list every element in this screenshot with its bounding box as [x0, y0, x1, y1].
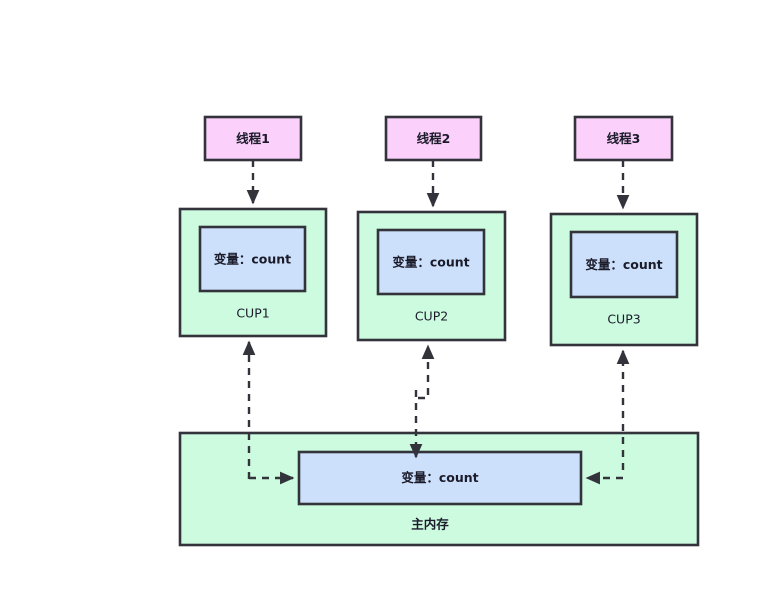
connector-memory-to-cpu2: [418, 344, 435, 400]
thread-1-label: 线程1: [236, 131, 270, 146]
cpu-1-label: CUP1: [236, 306, 269, 321]
cpu-box-2[interactable]: 变量：count CUP2: [356, 210, 507, 342]
cpu-3-variable-rect: [569, 230, 679, 299]
cpu-1-variable-label: 变量：count: [214, 252, 291, 267]
cpu-box-1[interactable]: 变量：count CUP1: [178, 207, 328, 338]
main-memory-variable-label: 变量：count: [401, 470, 478, 485]
cpu-3-label: CUP3: [607, 312, 640, 327]
main-memory-label: 主内存: [411, 517, 449, 532]
main-memory-box[interactable]: 变量：count 主内存: [178, 431, 700, 547]
thread-3-label: 线程3: [607, 131, 641, 146]
cpu-2-label: CUP2: [415, 309, 448, 324]
cpu-3-variable-label: 变量：count: [585, 257, 662, 272]
cpu-2-variable-label: 变量：count: [392, 255, 469, 270]
cpu-1-variable-rect: [198, 225, 307, 293]
thread-box-2[interactable]: 线程2: [384, 115, 483, 162]
cpu-box-3[interactable]: 变量：count CUP3: [549, 212, 699, 347]
thread-box-1[interactable]: 线程1: [203, 115, 303, 162]
main-memory-variable-rect: [297, 450, 583, 506]
thread-box-3[interactable]: 线程3: [573, 115, 674, 162]
thread-2-label: 线程2: [417, 131, 451, 146]
cpu-2-variable-rect: [376, 228, 486, 296]
